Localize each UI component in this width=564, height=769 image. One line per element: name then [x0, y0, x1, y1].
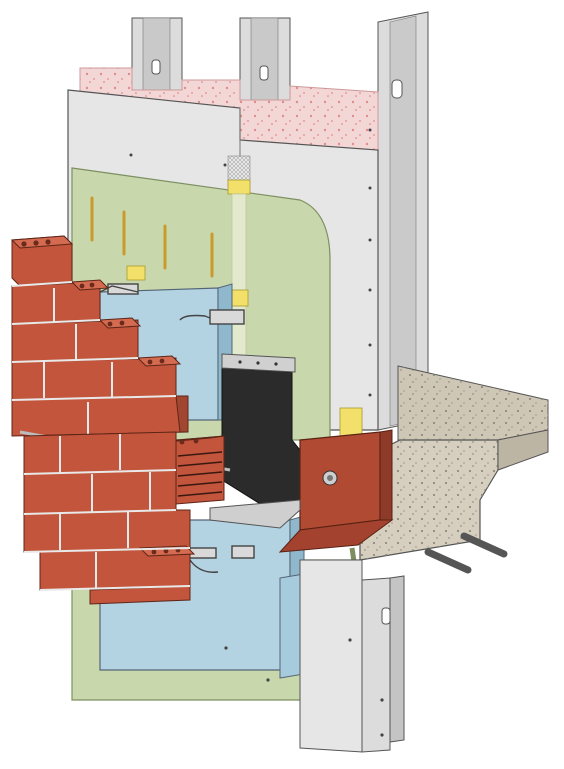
rebar	[424, 532, 508, 574]
brick-ties-lower	[185, 545, 255, 573]
steel-stud-1	[131, 17, 183, 91]
steel-stud-2	[239, 17, 291, 101]
fastener-dots-lower	[224, 638, 384, 737]
brick-veneer	[10, 235, 231, 605]
brick-ties-upper	[99, 283, 245, 325]
brick-lower-course	[23, 431, 196, 605]
through-wall-flashing	[221, 353, 301, 511]
concrete-slab	[359, 365, 549, 561]
steel-stud-3	[377, 11, 429, 431]
brick-upper-course	[10, 235, 189, 437]
sheathing-lower	[299, 559, 363, 753]
steel-shelf-angle	[278, 429, 394, 553]
steel-studs	[131, 11, 429, 431]
steel-stud-lower	[361, 575, 405, 753]
